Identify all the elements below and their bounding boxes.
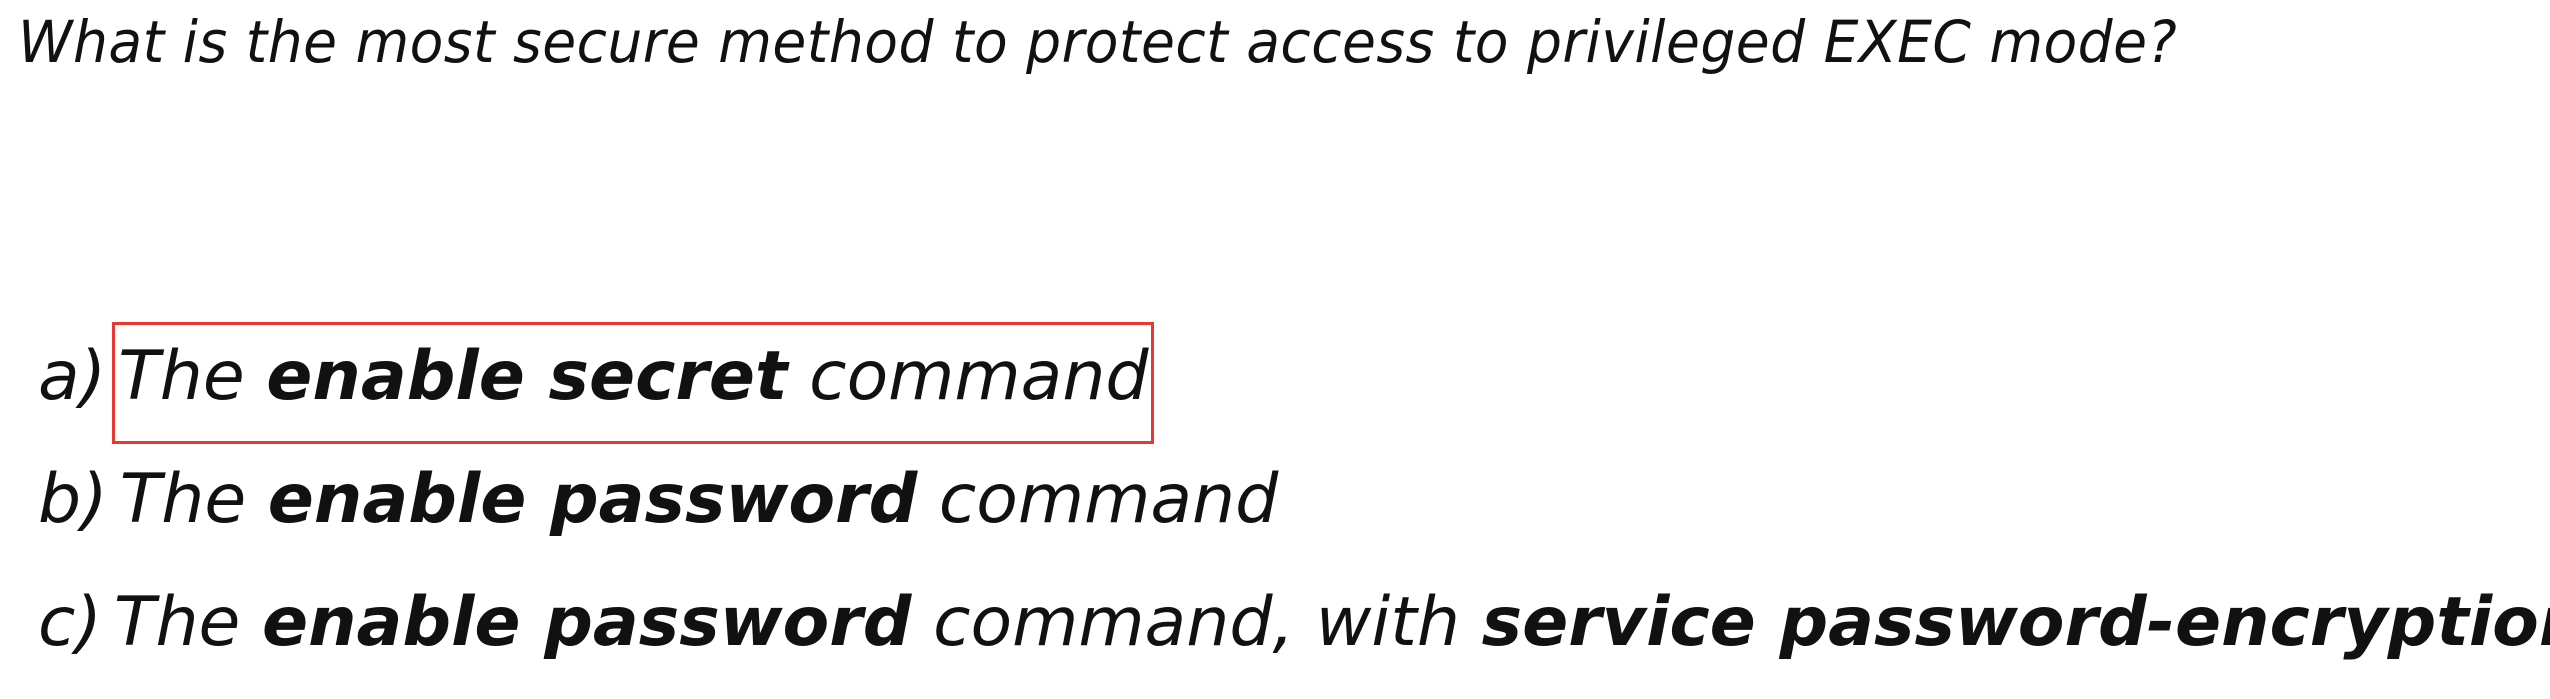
option-letter: c) <box>38 583 102 662</box>
option-b: b)The enable password command <box>38 455 1278 545</box>
question-text: What is the most secure method to protec… <box>18 8 2178 76</box>
correct-answer-highlight-box <box>112 322 1154 444</box>
option-c: c)The enable password command, with serv… <box>38 578 2550 668</box>
option-text-pre: The <box>118 337 267 416</box>
option-text-mid: command <box>787 337 1149 416</box>
option-text-mid: command <box>917 460 1279 539</box>
option-letter: a) <box>38 337 107 416</box>
option-text-bold: enable password <box>267 460 918 539</box>
option-text-bold: enable secret <box>266 337 788 416</box>
option-a: a)The enable secret command <box>38 332 1149 422</box>
option-text-bold: enable password <box>262 583 912 662</box>
option-text-mid: command, with <box>911 583 1482 662</box>
option-text-bold-2: service password-encryption <box>1481 583 2550 662</box>
option-letter: b) <box>38 460 108 539</box>
option-text-pre: The <box>119 460 268 539</box>
option-text-pre: The <box>113 583 263 662</box>
